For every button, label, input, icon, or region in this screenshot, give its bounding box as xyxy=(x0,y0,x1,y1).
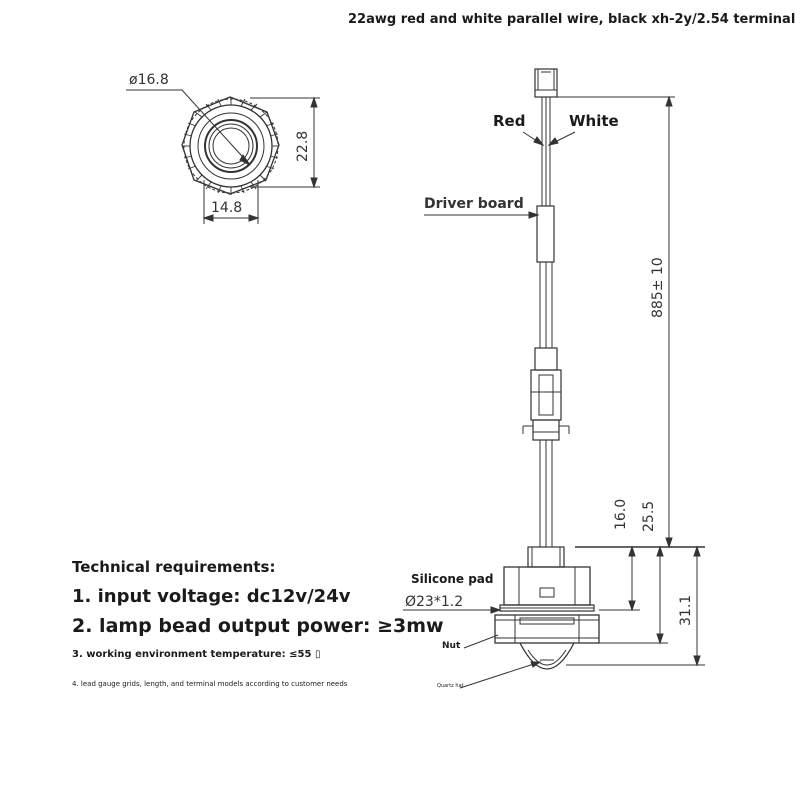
knurl-teeth xyxy=(182,97,279,195)
label-leaders xyxy=(424,131,576,689)
dim-diameter-outer: ø16.8 xyxy=(129,72,169,88)
label-quartz-hat: Quartz hat xyxy=(437,683,464,689)
drawing-title: 22awg red and white parallel wire, black… xyxy=(348,12,795,27)
requirements-heading: Technical requirements: xyxy=(72,558,276,576)
requirement-3: 3. working environment temperature: ≤55 … xyxy=(72,649,321,660)
dim-d2: 25.5 xyxy=(641,501,657,532)
quartz-dome xyxy=(519,642,575,670)
dim-width-top: 14.8 xyxy=(211,200,242,216)
requirement-2: 2. lamp bead output power: ≥3mw xyxy=(72,615,444,637)
requirement-4: 4. lead gauge grids, length, and termina… xyxy=(72,680,348,688)
label-white: White xyxy=(569,112,619,130)
dim-pad: Ø23*1.2 xyxy=(405,594,463,610)
dim-total: 31.1 xyxy=(678,595,694,626)
label-driver-board: Driver board xyxy=(424,196,524,212)
top-view-drawing xyxy=(126,89,320,224)
requirement-1: 1. input voltage: dc12v/24v xyxy=(72,586,351,607)
dim-height-top: 22.8 xyxy=(295,131,311,162)
side-dimensions xyxy=(403,95,705,667)
dim-wire-length: 885± 10 xyxy=(650,257,666,318)
label-silicone-pad: Silicone pad xyxy=(411,572,494,586)
dim-d1: 16.0 xyxy=(613,499,629,530)
side-view-drawing xyxy=(494,68,600,670)
label-red: Red xyxy=(493,112,526,130)
label-nut: Nut xyxy=(442,641,461,651)
